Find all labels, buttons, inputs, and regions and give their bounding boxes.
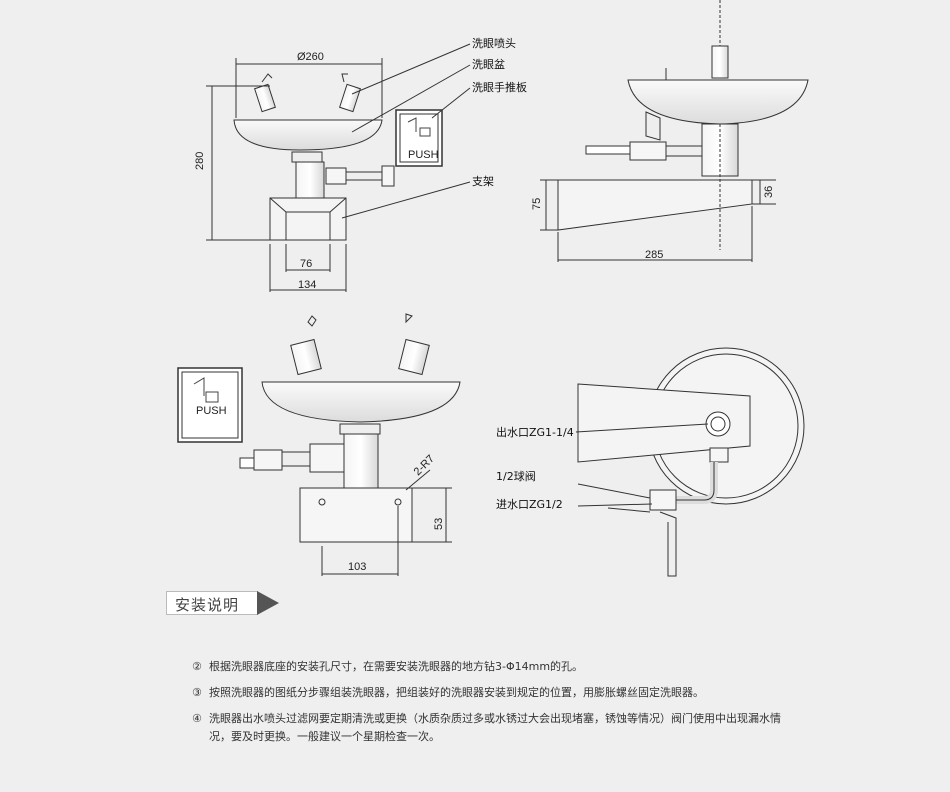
label-basin: 洗眼盆 [472, 57, 505, 71]
note-number: ③ [192, 686, 202, 699]
dim-width-134: 134 [298, 279, 316, 291]
label-bracket: 支架 [472, 175, 494, 188]
label-push-plate: 洗眼手推板 [472, 80, 527, 94]
note-item: ④ 洗眼器出水喷头过滤网要定期清洗或更换（水质杂质过多或水锈过大会出现堵塞，锈蚀… [192, 710, 792, 746]
note-item: ② 根据洗眼器底座的安装孔尺寸，在需要安装洗眼器的地方钻3-Φ14mm的孔。 [192, 658, 792, 676]
label-ball-valve: 1/2球阀 [496, 469, 536, 483]
note-text: 根据洗眼器底座的安装孔尺寸，在需要安装洗眼器的地方钻3-Φ14mm的孔。 [209, 660, 584, 673]
front-view [206, 43, 471, 292]
dim-height-36: 36 [763, 186, 775, 198]
dim-diameter-260: Ø260 [297, 51, 324, 63]
note-number: ④ [192, 712, 202, 725]
dim-width-76: 76 [300, 258, 312, 270]
label-outlet: 出水口ZG1-1/4 [496, 425, 574, 439]
push-plate-text-rear: PUSH [196, 405, 227, 417]
dim-height-280: 280 [194, 152, 206, 170]
label-inlet: 进水口ZG1/2 [496, 498, 563, 511]
side-view [540, 0, 809, 262]
bottom-view [575, 347, 805, 577]
note-number: ② [192, 660, 202, 673]
dim-height-75: 75 [531, 198, 543, 210]
section-title: 安装说明 [175, 596, 240, 614]
push-plate-text: PUSH [408, 149, 439, 161]
section-title-tag: 安装说明 [166, 591, 258, 615]
note-text: 洗眼器出水喷头过滤网要定期清洗或更换（水质杂质过多或水锈过大会出现堵塞，锈蚀等情… [209, 712, 781, 743]
rear-view [177, 313, 461, 576]
installation-notes: ② 根据洗眼器底座的安装孔尺寸，在需要安装洗眼器的地方钻3-Φ14mm的孔。 ③… [192, 658, 792, 754]
section-arrow-icon [257, 591, 279, 615]
note-text: 按照洗眼器的图纸分步骤组装洗眼器，把组装好的洗眼器安装到规定的位置，用膨胀螺丝固… [209, 686, 704, 699]
dim-height-53: 53 [433, 518, 445, 530]
dim-width-103: 103 [348, 561, 366, 573]
dim-width-285: 285 [645, 249, 663, 261]
note-item: ③ 按照洗眼器的图纸分步骤组装洗眼器，把组装好的洗眼器安装到规定的位置，用膨胀螺… [192, 684, 792, 702]
label-nozzle: 洗眼喷头 [472, 37, 516, 50]
